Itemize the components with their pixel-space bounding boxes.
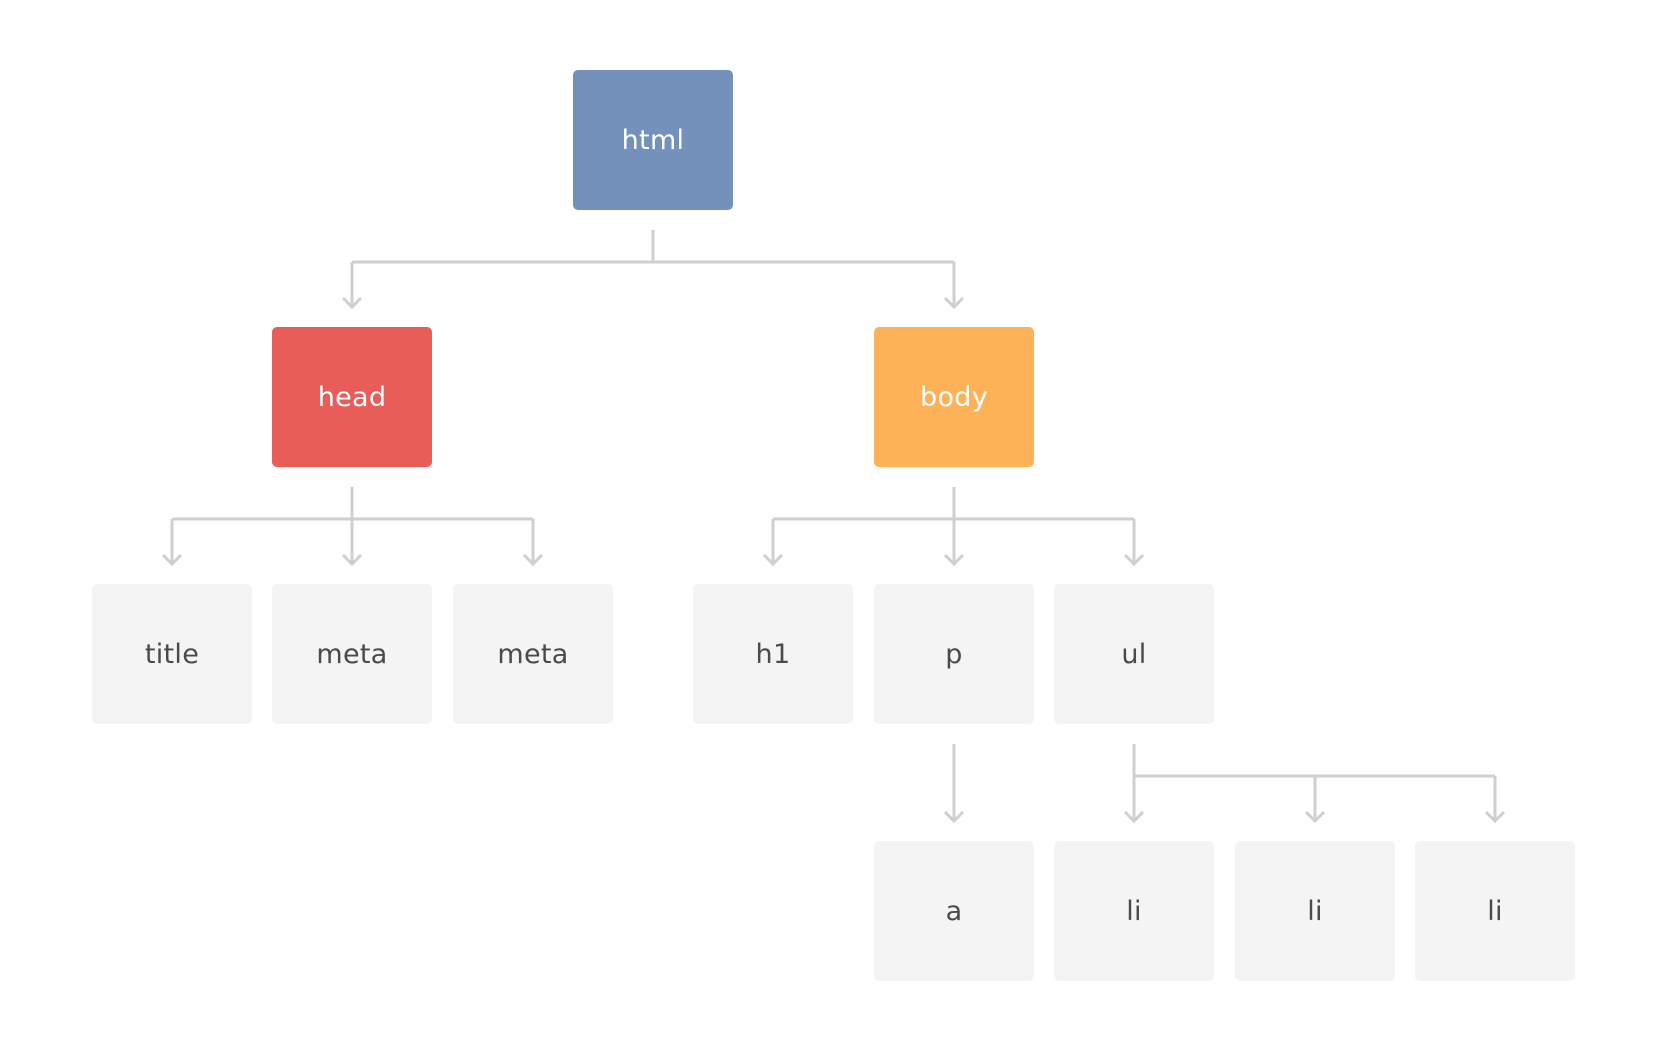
node-p: p [874, 584, 1034, 724]
arrow-down-icon [1484, 810, 1506, 824]
arrow-down-icon [341, 296, 363, 310]
node-body: body [874, 327, 1034, 467]
node-html: html [573, 70, 733, 210]
node-a: a [874, 841, 1034, 981]
arrow-down-icon [762, 553, 784, 567]
node-li-3: li [1415, 841, 1575, 981]
arrow-down-icon [341, 553, 363, 567]
arrow-down-icon [522, 553, 544, 567]
arrow-down-icon [1304, 810, 1326, 824]
node-head: head [272, 327, 432, 467]
arrow-down-icon [943, 553, 965, 567]
arrow-down-icon [943, 296, 965, 310]
node-title: title [92, 584, 252, 724]
node-h1: h1 [693, 584, 853, 724]
arrow-down-icon [1123, 553, 1145, 567]
node-li-2: li [1235, 841, 1395, 981]
node-ul: ul [1054, 584, 1214, 724]
arrow-down-icon [1123, 810, 1145, 824]
node-li-1: li [1054, 841, 1214, 981]
node-meta-1: meta [272, 584, 432, 724]
arrow-down-icon [161, 553, 183, 567]
node-meta-2: meta [453, 584, 613, 724]
arrow-down-icon [943, 810, 965, 824]
